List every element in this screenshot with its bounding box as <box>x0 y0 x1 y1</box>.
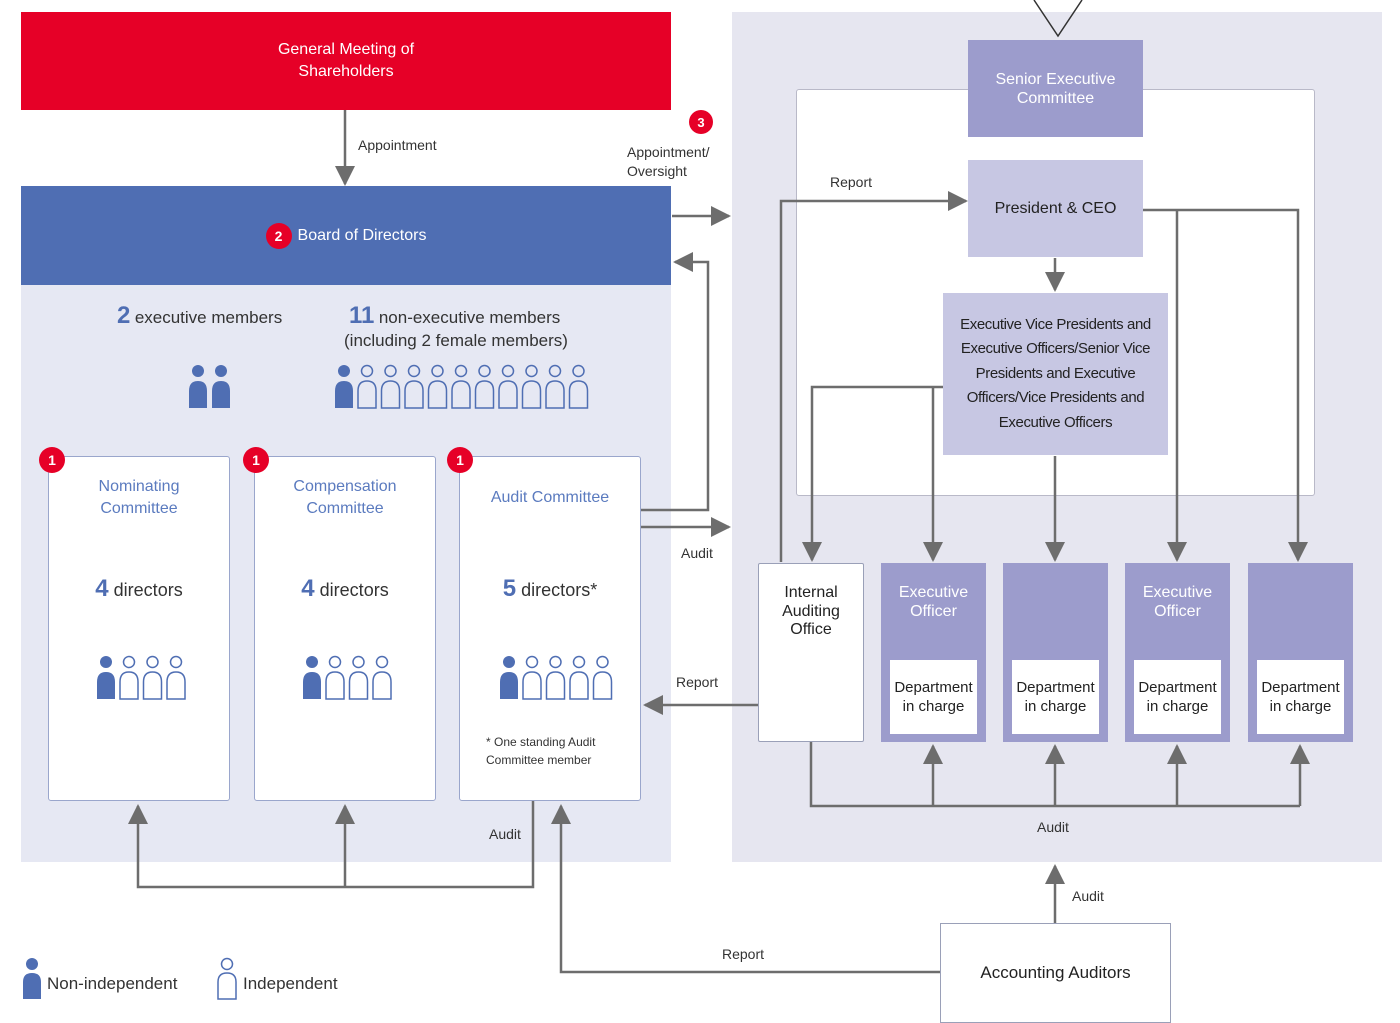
officer-1-title: Executive Officer <box>898 584 969 620</box>
department-4-label: Department in charge <box>1261 679 1340 715</box>
audit-members-icons <box>500 655 613 700</box>
nonexecutive-label: non-executive members <box>378 308 561 327</box>
legend-independent: Independent <box>243 974 338 993</box>
nominating-directors: 4 directors <box>49 575 229 603</box>
evp-box: Executive Vice Presidents and Executive … <box>943 293 1168 455</box>
compensation-label: directors <box>319 580 389 600</box>
label-report-accounting: Report <box>722 946 765 962</box>
executive-members-line: 2 executive members <box>117 302 282 330</box>
label-report-internal: Report <box>676 674 719 690</box>
audit-directors: 5 directors* <box>460 575 640 603</box>
top-triangle <box>1033 0 1083 38</box>
president-ceo-box: President & CEO <box>968 160 1143 257</box>
audit-count: 5 <box>502 575 517 602</box>
senior-executive-committee-label: Senior Executive Committee <box>995 70 1116 107</box>
accounting-auditors-label: Accounting Auditors <box>980 963 1131 982</box>
evp-label: Executive Vice Presidents and Executive … <box>960 315 1151 431</box>
department-3-label: Department in charge <box>1138 679 1217 715</box>
label-appointment-oversight-1: Appointment/ <box>627 144 710 160</box>
label-audit-departments: Audit <box>1037 819 1069 835</box>
department-2-label: Department in charge <box>1016 679 1095 715</box>
audit-committee-note: * One standing Audit Committee member <box>486 735 596 767</box>
label-audit-accounting: Audit <box>1072 888 1104 904</box>
nonexecutive-members-icons <box>335 364 589 409</box>
internal-auditing-office: Internal Auditing Office <box>758 563 864 742</box>
arrow-ceo-officer4 <box>1143 208 1308 562</box>
non-independent-icon <box>23 958 41 999</box>
department-1-label: Department in charge <box>894 679 973 715</box>
president-ceo-label: President & CEO <box>994 199 1117 217</box>
department-1: Department in charge <box>890 660 977 734</box>
audit-committee-title: Audit Committee <box>490 489 610 506</box>
officer-box-4: Department in charge <box>1248 563 1353 742</box>
officer-box-1: Executive Officer Department in charge <box>881 563 986 742</box>
board-title: Board of Directors <box>297 226 427 244</box>
label-appointment-oversight-2: Oversight <box>627 163 687 179</box>
compensation-count: 4 <box>301 575 315 602</box>
senior-executive-committee: Senior Executive Committee <box>968 40 1143 137</box>
label-report-ceo: Report <box>830 174 873 190</box>
legend-non-independent: Non-independent <box>47 974 178 993</box>
compensation-committee-title: Compensation Committee <box>293 478 397 517</box>
audit-label: directors* <box>521 580 598 600</box>
arrow-evp-internal <box>802 385 943 562</box>
nominating-count: 4 <box>95 575 109 602</box>
officer-3-title: Executive Officer <box>1142 584 1213 620</box>
independent-icon <box>217 957 237 1000</box>
label-audit-committees: Audit <box>489 826 521 842</box>
department-4: Department in charge <box>1257 660 1344 734</box>
arrow-audit-nominating <box>128 801 535 889</box>
officer-box-3: Executive Officer Department in charge <box>1125 563 1230 742</box>
executive-count: 2 <box>117 302 131 329</box>
internal-auditing-label: Internal Auditing Office <box>782 584 840 638</box>
audit-bottom-line <box>809 742 1300 808</box>
audit-committee-box: Audit Committee 5 directors* * One stand… <box>459 456 641 801</box>
arrow-accounting-report <box>551 804 940 974</box>
compensation-committee-box: Compensation Committee 4 directors <box>254 456 436 801</box>
department-2: Department in charge <box>1012 660 1099 734</box>
board-header: 2 Board of Directors <box>21 186 671 285</box>
general-meeting-box: General Meeting of Shareholders <box>21 12 671 110</box>
nominating-members-icons <box>97 655 186 700</box>
badge-3: 3 <box>689 110 713 134</box>
accounting-auditors-box: Accounting Auditors <box>940 923 1171 1023</box>
nonexecutive-members-line: 11 non-executive members <box>349 302 560 330</box>
compensation-directors: 4 directors <box>255 575 435 603</box>
label-audit-right: Audit <box>681 545 713 561</box>
executive-label: executive members <box>134 308 283 327</box>
badge-1-audit: 1 <box>447 447 473 473</box>
management-frame <box>796 89 1315 496</box>
nominating-committee-box: Nominating Committee 4 directors <box>48 456 230 801</box>
nonexecutive-count: 11 <box>349 302 375 329</box>
nonexecutive-sub: (including 2 female members) <box>344 331 568 350</box>
arrow-audit-to-board <box>641 252 710 512</box>
badge-2: 2 <box>265 222 292 249</box>
executive-members-icons <box>189 365 230 408</box>
general-meeting-title: General Meeting of Shareholders <box>277 41 415 80</box>
nominating-committee-title: Nominating Committee <box>98 478 180 517</box>
badge-1-nominating: 1 <box>39 447 65 473</box>
officer-box-2: Department in charge <box>1003 563 1108 742</box>
arrow-report-ceo <box>779 191 968 562</box>
nominating-label: directors <box>113 580 183 600</box>
label-appointment: Appointment <box>358 137 437 153</box>
badge-1-compensation: 1 <box>243 447 269 473</box>
compensation-members-icons <box>303 655 392 700</box>
department-3: Department in charge <box>1134 660 1221 734</box>
